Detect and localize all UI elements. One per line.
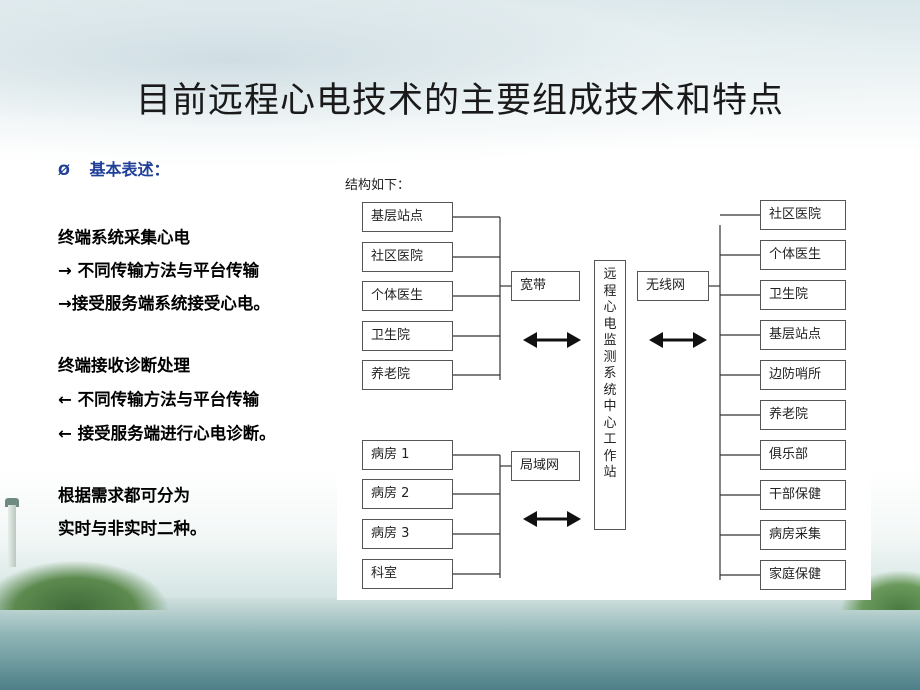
paragraph-1-line-2: → 不同传输方法与平台传输 bbox=[58, 261, 260, 280]
background-island-left bbox=[0, 560, 170, 610]
left-node-5: 养老院 bbox=[362, 360, 453, 390]
background-haze bbox=[0, 0, 920, 170]
diagram-caption: 结构如下： bbox=[345, 178, 411, 193]
bullet-arrow-icon: Ø bbox=[58, 163, 70, 179]
left-node-8: 病房 3 bbox=[362, 519, 453, 549]
paragraph-2-line-3: ← 接受服务端进行心电诊断。 bbox=[58, 424, 276, 443]
right-node-3: 卫生院 bbox=[760, 280, 846, 310]
bullet-row: Ø 基本表述： bbox=[58, 156, 170, 180]
right-node-10: 家庭保健 bbox=[760, 560, 846, 590]
paragraph-3-line-1: 根据需求都可分为 bbox=[58, 486, 190, 505]
left-node-2: 社区医院 bbox=[362, 242, 453, 272]
center-workstation-label: 远程心电监测系统中心工作站 bbox=[603, 267, 617, 480]
right-node-5: 边防哨所 bbox=[760, 360, 846, 390]
right-node-2: 个体医生 bbox=[760, 240, 846, 270]
structure-diagram: 结构如下： 基层站点 社区医院 个体医生 卫生院 养老院 病房 1 病房 2 病… bbox=[337, 170, 871, 600]
slide-title: 目前远程心电技术的主要组成技术和特点 bbox=[135, 81, 784, 121]
left-node-1: 基层站点 bbox=[362, 202, 453, 232]
hub-lan: 局域网 bbox=[511, 451, 580, 481]
center-workstation: 远程心电监测系统中心工作站 bbox=[594, 260, 626, 530]
paragraph-2-line-2: ← 不同传输方法与平台传输 bbox=[58, 390, 260, 409]
right-node-4: 基层站点 bbox=[760, 320, 846, 350]
hub-broadband: 宽带 bbox=[511, 271, 580, 301]
background-water bbox=[0, 598, 920, 690]
hub-wireless: 无线网 bbox=[637, 271, 709, 301]
right-node-1: 社区医院 bbox=[760, 200, 846, 230]
right-node-8: 干部保健 bbox=[760, 480, 846, 510]
paragraph-1-line-3: →接受服务端系统接受心电。 bbox=[58, 294, 270, 313]
bullet-label: 基本表述： bbox=[89, 160, 170, 179]
left-node-6: 病房 1 bbox=[362, 440, 453, 470]
diagram-connectors bbox=[453, 214, 760, 580]
right-node-6: 养老院 bbox=[760, 400, 846, 430]
left-node-9: 科室 bbox=[362, 559, 453, 589]
left-node-3: 个体医生 bbox=[362, 281, 453, 311]
right-node-9: 病房采集 bbox=[760, 520, 846, 550]
paragraph-3-line-2: 实时与非实时二种。 bbox=[58, 519, 207, 538]
left-node-7: 病房 2 bbox=[362, 479, 453, 509]
right-node-7: 俱乐部 bbox=[760, 440, 846, 470]
paragraph-1-line-1: 终端系统采集心电 bbox=[58, 228, 190, 247]
lighthouse bbox=[8, 505, 16, 567]
paragraph-2-line-1: 终端接收诊断处理 bbox=[58, 356, 190, 375]
left-node-4: 卫生院 bbox=[362, 321, 453, 351]
lighthouse-top bbox=[5, 498, 19, 507]
